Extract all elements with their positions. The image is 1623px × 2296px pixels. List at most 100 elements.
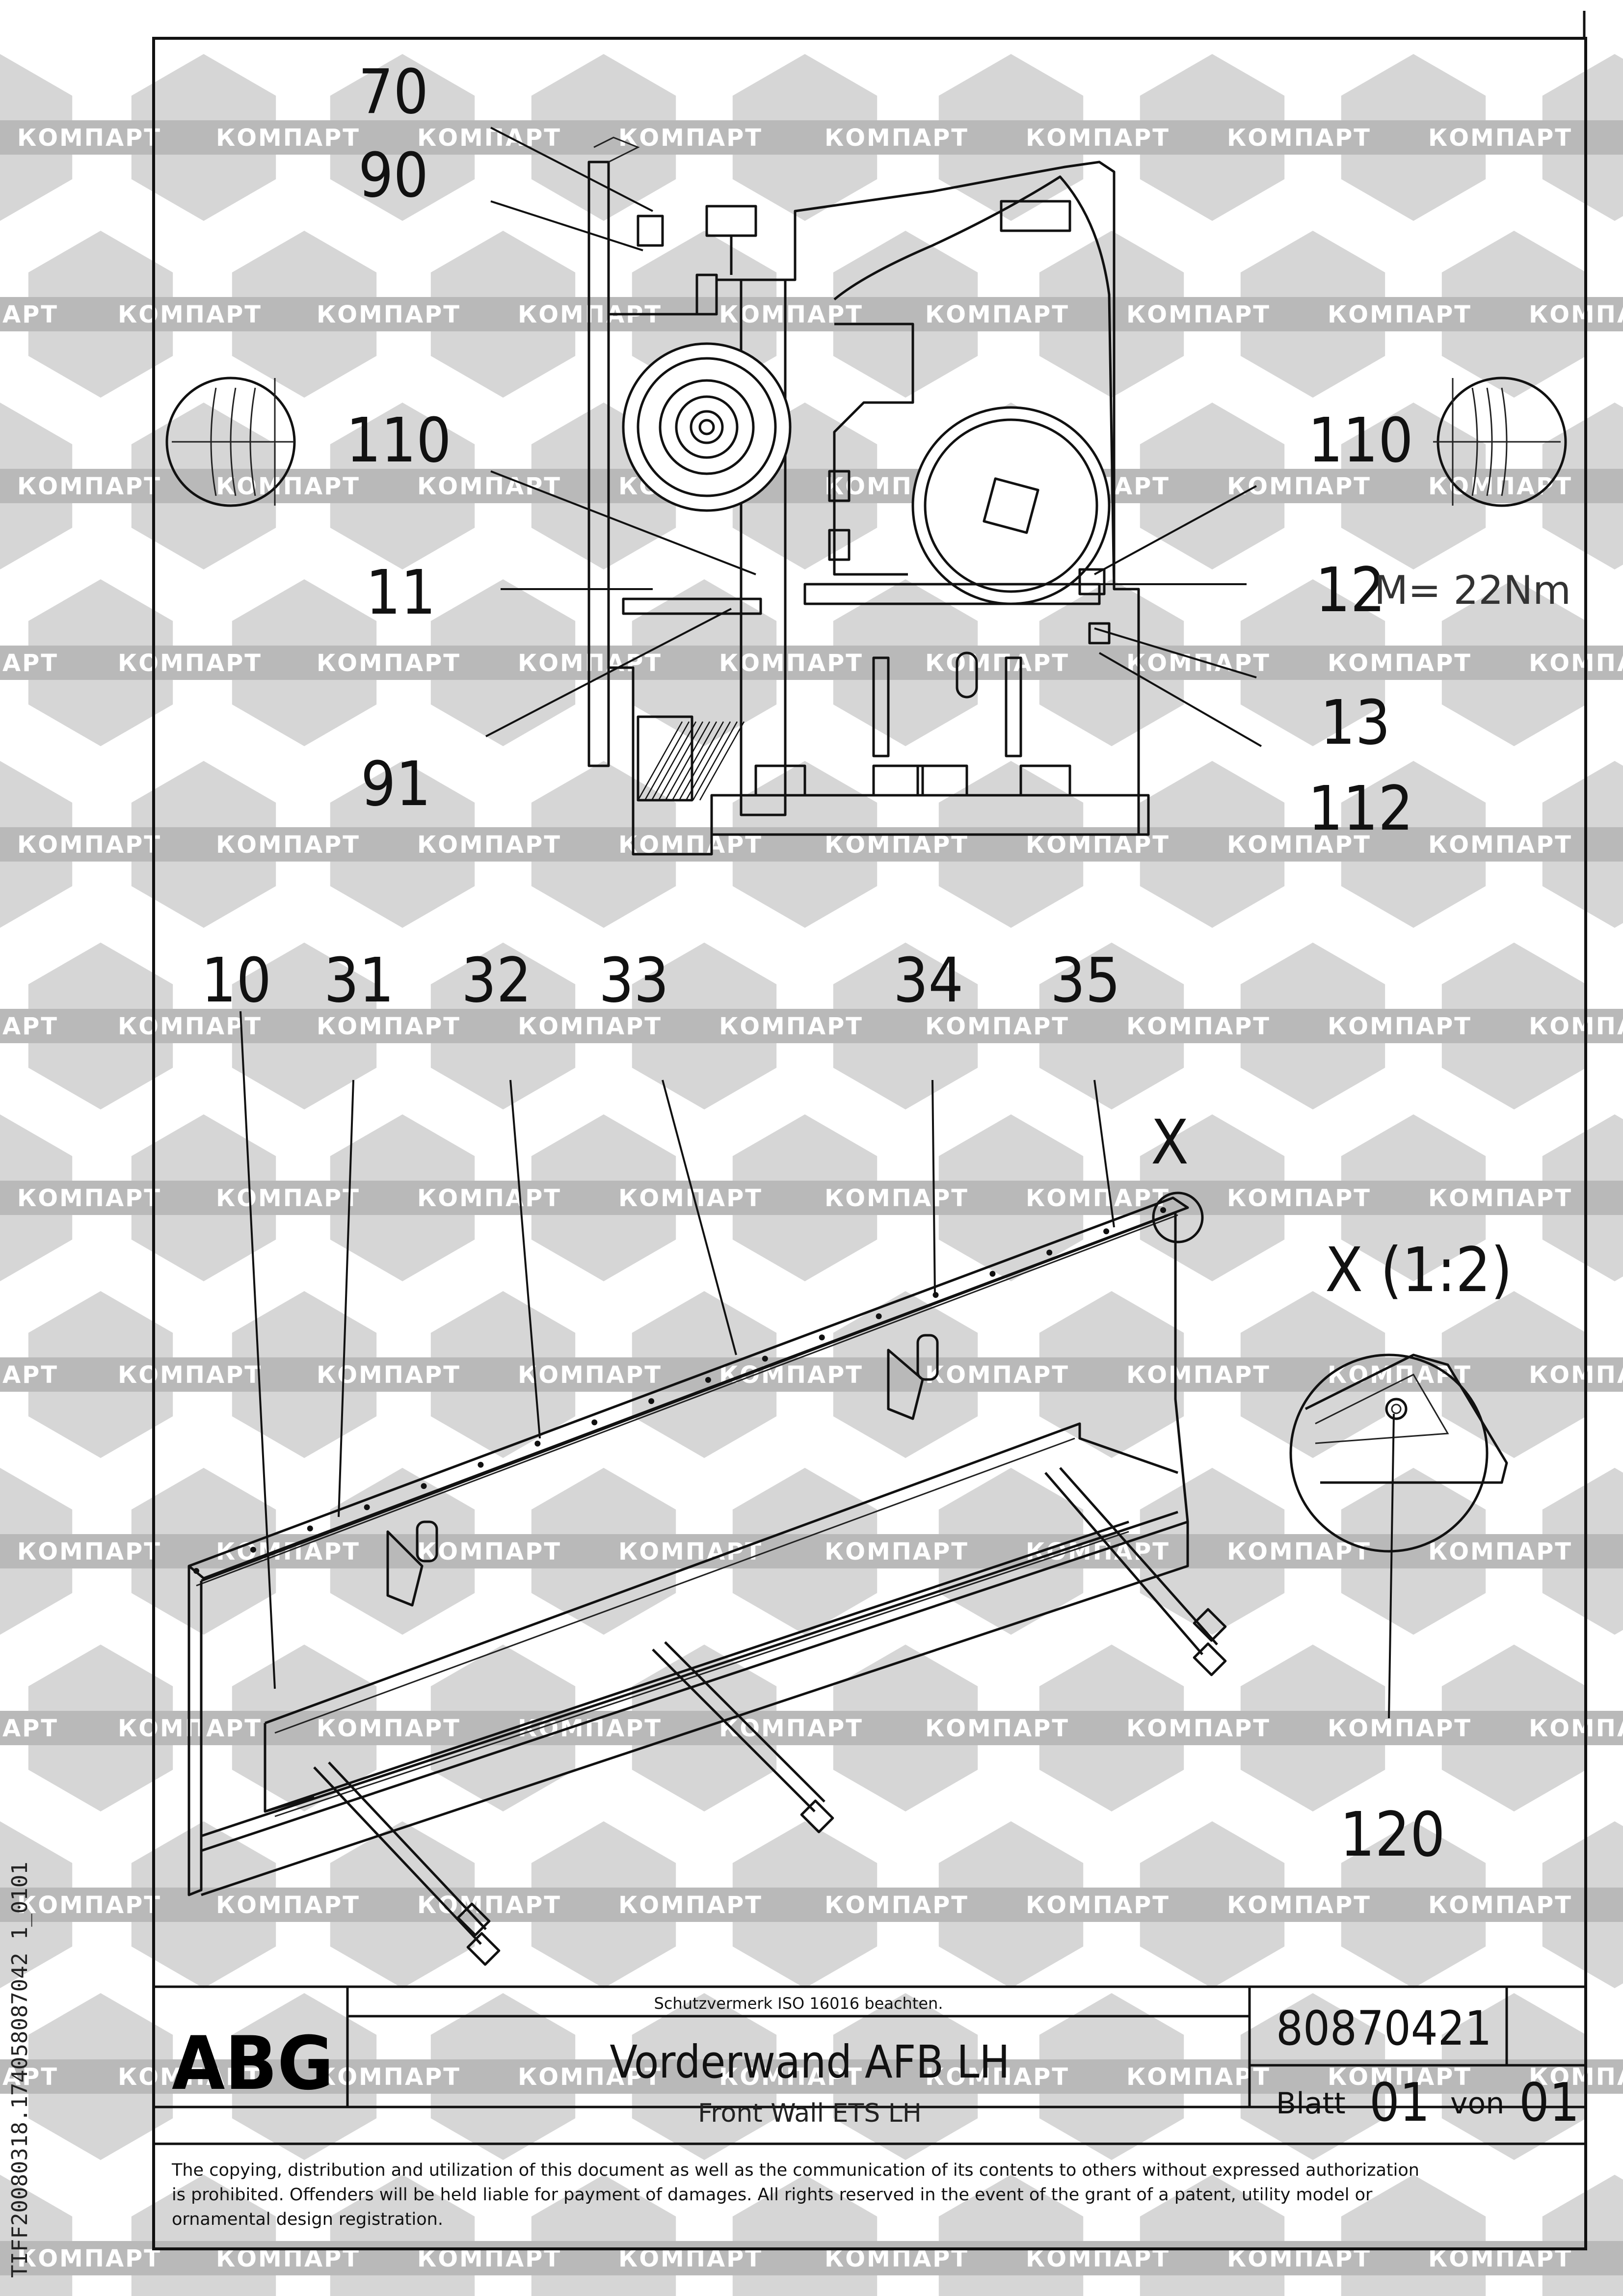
section-hatch-line [692, 721, 738, 801]
sheet-number: 01 [1369, 2072, 1430, 2134]
rail-hole [876, 1313, 882, 1320]
detail-x-view [1289, 1353, 1508, 1553]
watermark-text-cyrillic: КОМПАРТ [1428, 1185, 1572, 1212]
callout-120: 120 [1340, 1799, 1445, 1870]
side-identifier: TIFF20080318.174058087042 1_0101 [7, 1862, 32, 2278]
sectional-view [165, 136, 1567, 856]
watermark-text-cyrillic: КОМПАРТ [0, 1361, 58, 1389]
watermark-text-cyrillic: КОМПАРТ [17, 1538, 161, 1566]
callout-11: 11 [366, 557, 436, 628]
watermark-tile: КОМПАРТCOMPART [1519, 297, 1623, 331]
top-view-callouts: 70 90 110 110 11 12 M= 22Nm 13 91 112 [346, 56, 1571, 844]
rail-hole [705, 1377, 711, 1383]
section-hatch-line [671, 721, 718, 801]
watermark-text-cyrillic: КОМПАРТ [417, 831, 561, 859]
assembly-view-leaders [239, 1011, 1395, 1719]
watermark-text-cyrillic: КОМПАРТ [925, 649, 1069, 677]
watermark-text-cyrillic: КОМПАРТ [0, 649, 58, 677]
callout-33: 33 [599, 945, 669, 1016]
watermark-tile: КОМПАРТCOMPART [1519, 646, 1623, 680]
watermark-text-cyrillic: КОМПАРТ [1428, 831, 1572, 859]
sheet-total: 01 [1519, 2072, 1580, 2134]
watermark-text-cyrillic: КОМПАРТ [1126, 2063, 1271, 2091]
callout-10: 10 [201, 945, 271, 1016]
callout-13: 13 [1320, 687, 1390, 758]
section-hatch-line [651, 721, 697, 801]
sheet-label: Blatt [1276, 2086, 1346, 2121]
watermark-text-cyrillic: КОМПАРТ [1126, 1361, 1271, 1389]
rail-hole [478, 1461, 484, 1468]
callout-12: 12 [1315, 555, 1385, 626]
watermark-band [1418, 120, 1623, 155]
watermark-text-cyrillic: КОМПАРТ [118, 2063, 262, 2091]
watermark-text-cyrillic: КОМПАРТ [1026, 1891, 1170, 1919]
watermark-text-cyrillic: КОМПАРТ [17, 1891, 161, 1919]
watermark-tile: КОМПАРТCOMPART [709, 1291, 1102, 1458]
watermark-text-cyrillic: КОМПАРТ [518, 1361, 662, 1389]
watermark-pattern: КОМПАРТCOMPART КОМПАРТCOMPART КОМПАРТCOMPA… [0, 54, 1623, 2296]
watermark-text-cyrillic: КОМПАРТ [1126, 649, 1271, 677]
callout-70: 70 [358, 56, 428, 128]
callout-110-right: 110 [1308, 405, 1413, 476]
section-hatch-line [699, 721, 745, 801]
watermark-text-cyrillic: КОМПАРТ [1428, 1538, 1572, 1566]
watermark-band [1418, 1888, 1623, 1922]
watermark-band [1418, 2241, 1623, 2275]
watermark-tile: КОМПАРТCOMPART [1519, 1009, 1623, 1043]
watermark-text-cyrillic: КОМПАРТ [719, 649, 863, 677]
watermark-text-cyrillic: КОМПАРТ [1227, 831, 1371, 859]
watermark-text-cyrillic: КОМПАРТ [17, 831, 161, 859]
watermark-text-cyrillic: КОМПАРТ [216, 831, 360, 859]
watermark-text-cyrillic: КОМПАРТ [1529, 1715, 1623, 1742]
section-hatch-line [665, 721, 711, 801]
watermark-text-cyrillic: КОМПАРТ [1126, 1715, 1271, 1742]
callout-35: 35 [1050, 945, 1120, 1016]
torque-note: M= 22Nm [1374, 567, 1571, 613]
watermark-tile: КОМПАРТCOMPART [206, 1821, 599, 1988]
rail-hole [648, 1398, 655, 1405]
watermark-text-cyrillic: КОМПАРТ [1227, 473, 1371, 500]
rail-hole [1103, 1228, 1110, 1235]
watermark-text-cyrillic: КОМПАРТ [1026, 124, 1170, 152]
assembly-view [187, 1191, 1508, 1966]
watermark-text-cyrillic: КОМПАРТ [618, 1538, 763, 1566]
watermark-band [1418, 1534, 1623, 1568]
watermark-text-cyrillic: КОМПАРТ [417, 1185, 561, 1212]
watermark-tile: КОМПАРТCOMPART [915, 943, 1308, 1109]
watermark-text-cyrillic: КОМПАРТ [317, 649, 461, 677]
section-hatch-line [685, 721, 731, 801]
callout-90: 90 [358, 140, 428, 211]
watermark-tile: КОМПАРТCOMPART [1418, 1821, 1623, 1988]
watermark-band [1519, 646, 1623, 680]
detail-x-label: X (1:2) [1325, 1235, 1512, 1306]
drawing-frame [152, 37, 1587, 2250]
detail-circle-left [165, 377, 296, 507]
rail-hole [250, 1546, 256, 1553]
watermark-tile: КОМПАРТCOMPART [915, 1993, 1308, 2160]
watermark-text-cyrillic: КОМПАРТ [118, 1013, 262, 1040]
watermark-text-cyrillic: КОМПАРТ [925, 2063, 1069, 2091]
watermark-text-cyrillic: КОМПАРТ [1529, 1013, 1623, 1040]
watermark-text-cyrillic: КОМПАРТ [925, 1013, 1069, 1040]
watermark-band [1418, 1181, 1623, 1215]
watermark-tile: КОМПАРТCOMPART [1418, 54, 1623, 221]
section-hatch-line [658, 721, 704, 801]
watermark-text-cyrillic: КОМПАРТ [118, 301, 262, 328]
watermark-text-cyrillic: КОМПАРТ [618, 1891, 763, 1919]
rail-hole [364, 1504, 370, 1511]
rail-hole [421, 1483, 427, 1489]
watermark-text-cyrillic: КОМПАРТ [1227, 1891, 1371, 1919]
watermark-text-cyrillic: КОМПАРТ [417, 1538, 561, 1566]
abg-logo: ABG [172, 2021, 334, 2107]
watermark-text-cyrillic: КОМПАРТ [1328, 1013, 1472, 1040]
watermark-text-cyrillic: КОМПАРТ [0, 1013, 58, 1040]
watermark-text-cyrillic: КОМПАРТ [1529, 1361, 1623, 1389]
watermark-text-cyrillic: КОМПАРТ [317, 301, 461, 328]
watermark-text-cyrillic: КОМПАРТ [1328, 649, 1472, 677]
watermark-text-cyrillic: КОМПАРТ [417, 473, 561, 500]
rail-hole [819, 1334, 825, 1341]
protection-note: Schutzvermerk ISO 16016 beachten. [654, 1994, 943, 2013]
rail-hole [534, 1440, 541, 1447]
watermark-text-cyrillic: КОМПАРТ [17, 2245, 161, 2272]
watermark-text-cyrillic: КОМПАРТ [317, 1361, 461, 1389]
